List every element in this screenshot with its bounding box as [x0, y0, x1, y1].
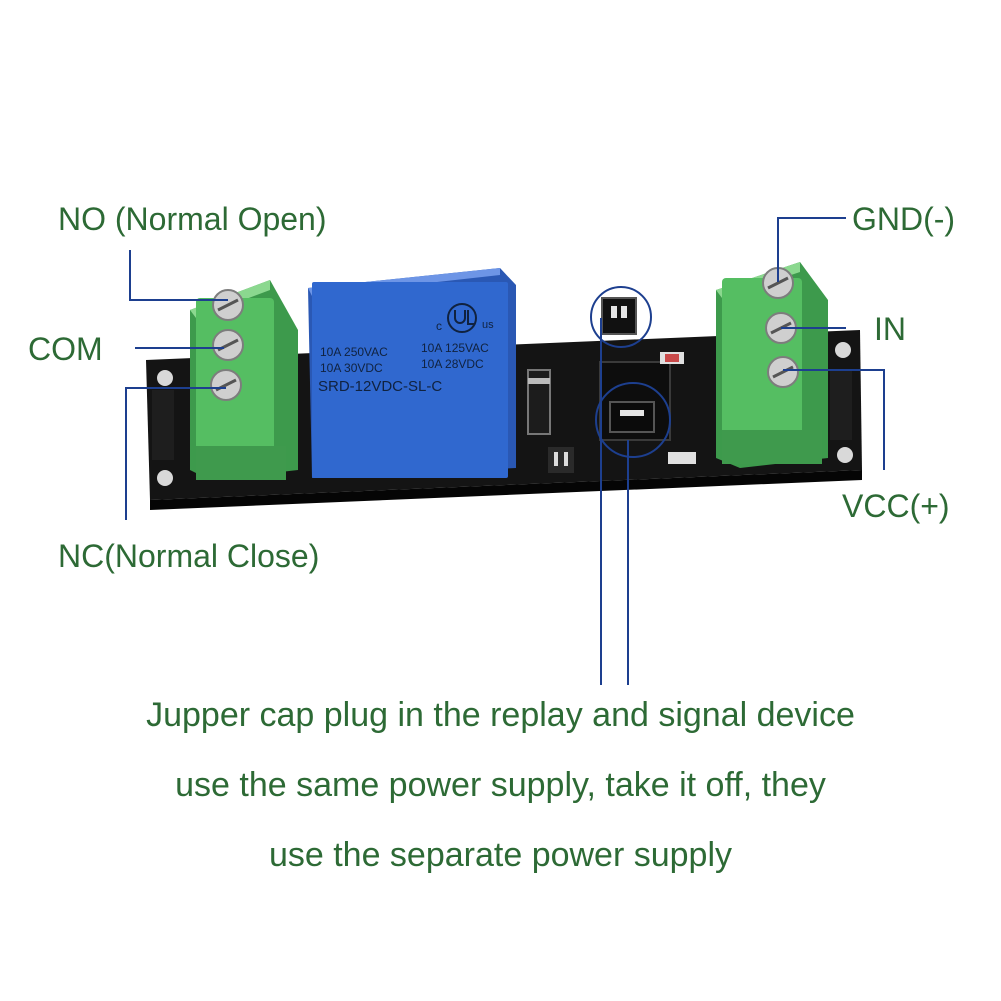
ul-logo-icon [447, 303, 477, 333]
screw [212, 289, 244, 321]
screw [762, 267, 794, 299]
resistor [668, 452, 696, 464]
label-in: IN [874, 311, 906, 347]
right-terminal-block [716, 262, 828, 468]
pointer-gnd [777, 217, 846, 282]
mounting-hole [157, 370, 173, 386]
relay-rating-1a: 10A 250VAC [320, 345, 388, 359]
label-no: NO (Normal Open) [58, 201, 327, 237]
mounting-hole [835, 342, 851, 358]
jumper-cap-top [601, 297, 637, 335]
pin-header [548, 447, 574, 473]
jumper-cap-bottom [609, 401, 655, 433]
relay-cert-c: c [436, 319, 442, 333]
label-nc: NC(Normal Close) [58, 538, 320, 574]
relay-rating-1b: 10A 125VAC [421, 341, 489, 355]
jumper-highlight-top [590, 286, 652, 348]
label-vcc: VCC(+) [842, 488, 950, 524]
screw [212, 329, 244, 361]
caption-line-1: Jupper cap plug in the replay and signal… [146, 696, 855, 734]
mounting-hole [157, 470, 173, 486]
pointer-nc [125, 387, 226, 520]
pointer-no [129, 250, 228, 301]
relay-rating-2b: 10A 28VDC [421, 357, 484, 371]
screw [210, 369, 242, 401]
screw [767, 356, 799, 388]
relay: c us 10A 250VAC 10A 125VAC 10A 30VDC 10A… [308, 268, 516, 478]
jumper-highlight-bottom [595, 382, 671, 458]
caption-line-3: use the separate power supply [268, 836, 733, 874]
label-com: COM [28, 331, 103, 367]
diode [527, 369, 551, 435]
silkscreen-left [152, 390, 174, 460]
pointer-vcc [783, 369, 885, 470]
label-gnd: GND(-) [852, 201, 956, 237]
left-terminal-block [190, 280, 298, 480]
relay-cert-us: us [482, 319, 494, 331]
mounting-hole [837, 447, 853, 463]
caption-line-2: use the same power supply, take it off, … [175, 766, 826, 804]
relay-rating-2a: 10A 30VDC [320, 361, 383, 375]
relay-model: SRD-12VDC-SL-C [318, 378, 442, 395]
led [660, 352, 684, 364]
silkscreen-right [830, 370, 852, 440]
